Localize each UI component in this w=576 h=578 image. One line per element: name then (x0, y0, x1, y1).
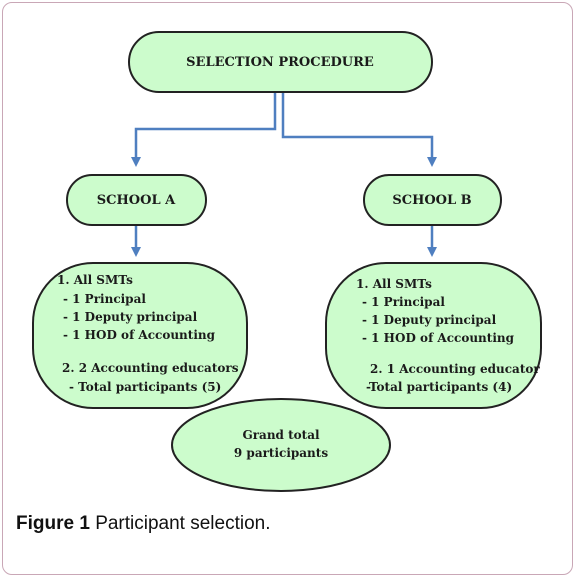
figure-caption: Figure 1 Participant selection. (16, 513, 271, 535)
school-a-detail-line: 2. 2 Accounting educators (62, 361, 239, 375)
school-a-detail-line: - 1 Deputy principal (63, 310, 198, 324)
school-a-detail-line: - 1 Principal (63, 292, 146, 306)
school-b-detail-line: 2. 1 Accounting educator (370, 362, 540, 376)
school-a-detail-line: 1. All SMTs (57, 273, 133, 287)
school-b-detail-line: - 1 Principal (362, 295, 445, 309)
grand-total-value: 9 participants (234, 446, 328, 460)
school-a-details-node: 1. All SMTs - 1 Principal - 1 Deputy pri… (32, 262, 248, 409)
figure-caption-label: Figure 1 (16, 513, 90, 534)
connector-root-to-school-a (131, 92, 277, 167)
grand-total-node: Grand total 9 participants (171, 398, 391, 492)
connectors (131, 92, 437, 257)
root-node-label: SELECTION PROCEDURE (186, 55, 374, 70)
connector-root-to-school-b (281, 92, 437, 167)
school-a-node: SCHOOL A (66, 174, 207, 226)
school-b-detail-line: 1. All SMTs (356, 277, 432, 291)
school-a-label: SCHOOL A (97, 193, 176, 208)
school-a-detail-line: - Total participants (5) (69, 380, 221, 394)
figure-caption-text: Participant selection. (95, 513, 271, 534)
grand-total-label: Grand total (242, 428, 320, 442)
root-node: SELECTION PROCEDURE (128, 31, 433, 93)
school-b-details-node: 1. All SMTs - 1 Principal - 1 Deputy pri… (325, 262, 542, 409)
school-b-label: SCHOOL B (392, 193, 471, 208)
school-b-detail-line: - 1 Deputy principal (362, 313, 497, 327)
school-a-detail-line: - 1 HOD of Accounting (63, 328, 216, 342)
school-b-node: SCHOOL B (363, 174, 502, 226)
school-b-detail-line: - 1 HOD of Accounting (362, 331, 515, 345)
school-b-detail-line: -Total participants (4) (366, 380, 512, 394)
